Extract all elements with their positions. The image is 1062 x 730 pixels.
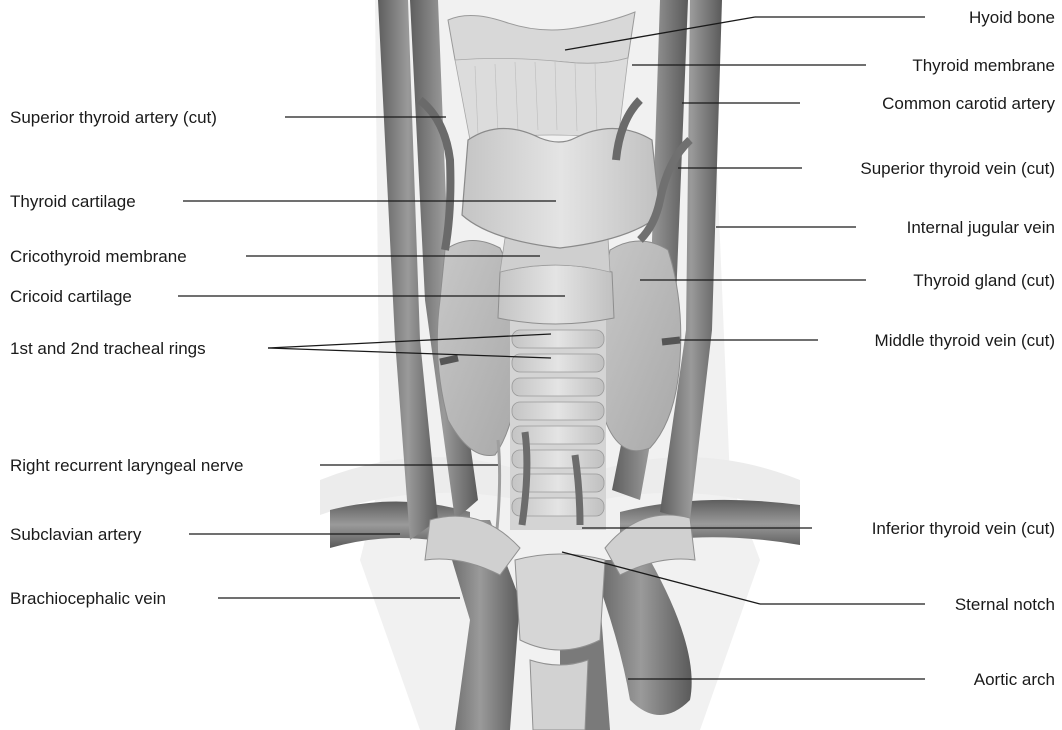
label-aortic-arch: Aortic arch — [974, 670, 1055, 689]
manubrium — [515, 554, 605, 650]
cricoid-cartilage — [498, 265, 614, 324]
label-recurrent-laryngeal-nerve: Right recurrent laryngeal nerve — [10, 456, 243, 475]
tracheal-ring-1 — [512, 330, 604, 348]
neck-anatomy-illustration — [320, 0, 800, 730]
label-middle-thyroid-vein: Middle thyroid vein (cut) — [875, 331, 1055, 350]
label-thyroid-gland: Thyroid gland (cut) — [913, 271, 1055, 290]
thyroid-cartilage — [462, 128, 660, 248]
tracheal-ring-3 — [512, 378, 604, 396]
label-inferior-thyroid-vein: Inferior thyroid vein (cut) — [872, 519, 1055, 538]
thyroid-membrane — [455, 58, 628, 140]
label-cricoid-cartilage: Cricoid cartilage — [10, 287, 132, 306]
label-brachiocephalic-vein: Brachiocephalic vein — [10, 589, 166, 608]
label-superior-thyroid-artery: Superior thyroid artery (cut) — [10, 108, 217, 127]
label-cricothyroid-membrane: Cricothyroid membrane — [10, 247, 187, 266]
label-hyoid-bone: Hyoid bone — [969, 8, 1055, 27]
sternum-body — [530, 660, 588, 730]
label-internal-jugular-vein: Internal jugular vein — [907, 218, 1055, 237]
tracheal-ring-4 — [512, 402, 604, 420]
label-tracheal-rings: 1st and 2nd tracheal rings — [10, 339, 206, 358]
middle-thyroid-vein-stub-right — [662, 340, 680, 342]
label-thyroid-membrane: Thyroid membrane — [912, 56, 1055, 75]
label-sternal-notch: Sternal notch — [955, 595, 1055, 614]
label-thyroid-cartilage: Thyroid cartilage — [10, 192, 136, 211]
middle-thyroid-vein-stub-left — [440, 358, 458, 362]
label-subclavian-artery: Subclavian artery — [10, 525, 142, 544]
label-common-carotid-artery: Common carotid artery — [882, 94, 1055, 113]
label-superior-thyroid-vein: Superior thyroid vein (cut) — [860, 159, 1055, 178]
